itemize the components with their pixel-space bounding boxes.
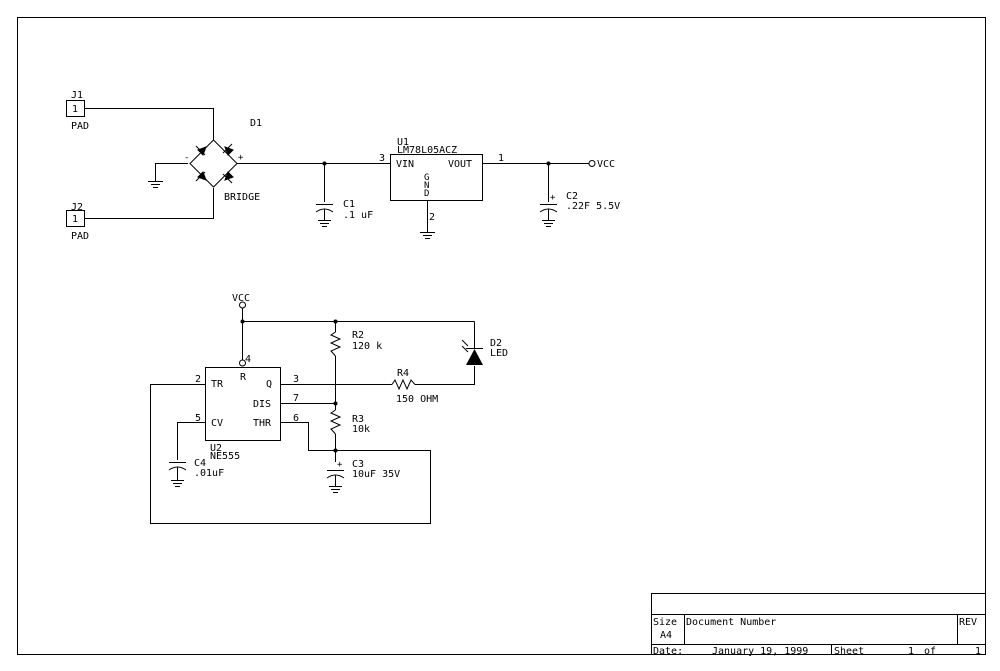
led-d2[interactable]: D2 LED bbox=[461, 321, 508, 366]
title-date-value: January 19, 1999 bbox=[712, 646, 808, 657]
vin-net bbox=[237, 161, 390, 202]
j1-pin: 1 bbox=[72, 104, 78, 115]
u2-q: Q bbox=[266, 379, 272, 390]
title-date-label: Date: bbox=[653, 646, 683, 657]
resistor-r3[interactable]: R3 10k bbox=[329, 409, 370, 435]
u1-pin-vout: 1 bbox=[498, 153, 504, 164]
capacitor-c2[interactable]: + C2 .22F 5.5V bbox=[539, 191, 620, 227]
title-of-value: 1 bbox=[975, 646, 981, 657]
timer-u2[interactable]: TR R Q DIS CV THR 4 2 3 7 5 6 U2 NE555 bbox=[195, 354, 299, 462]
connector-j1[interactable]: J1 1 PAD bbox=[66, 90, 90, 132]
u1-gnd-g: G bbox=[424, 173, 429, 183]
connector-j2[interactable]: J2 1 PAD bbox=[66, 202, 90, 242]
u2-cv: CV bbox=[211, 418, 223, 429]
u1-gnd-n: N bbox=[424, 181, 429, 191]
capacitor-c4[interactable]: C4 .01uF bbox=[168, 458, 224, 487]
c1-value: .1 uF bbox=[343, 210, 373, 221]
u2-pin-cv: 5 bbox=[195, 413, 201, 424]
u2-pin-q: 3 bbox=[293, 374, 299, 385]
capacitor-c1[interactable]: C1 .1 uF bbox=[315, 199, 373, 227]
resistor-r4[interactable]: R4 150 OHM bbox=[391, 366, 475, 405]
c2-value: .22F 5.5V bbox=[566, 201, 620, 212]
j2-pin: 1 bbox=[72, 214, 78, 225]
ground-symbol-bridge bbox=[148, 181, 163, 188]
r2-value: 120 k bbox=[352, 341, 382, 352]
u1-gnd-d: D bbox=[424, 189, 429, 199]
u2-ref: U2 bbox=[210, 443, 222, 454]
d2-value: LED bbox=[490, 348, 508, 359]
resistor-r2[interactable]: R2 120 k bbox=[329, 330, 382, 357]
j2-type: PAD bbox=[71, 231, 89, 242]
r4-value: 150 OHM bbox=[396, 394, 438, 405]
title-size-value: A4 bbox=[660, 630, 672, 641]
u1-pin-vin: 3 bbox=[379, 153, 385, 164]
title-size-label: Size bbox=[653, 617, 677, 628]
title-rev-label: REV bbox=[959, 617, 977, 628]
u1-pin-gnd: 2 bbox=[429, 212, 435, 223]
c4-ref: C4 bbox=[194, 458, 206, 469]
r2-ref: R2 bbox=[352, 330, 364, 341]
regulator-u1[interactable]: U1 LM78L05ACZ VIN VOUT G N D 3 1 2 bbox=[379, 137, 504, 239]
r3-ref: R3 bbox=[352, 414, 364, 425]
vcc-input-port: VCC bbox=[232, 293, 475, 367]
d2-ref: D2 bbox=[490, 338, 502, 349]
bridge-input-wires bbox=[84, 108, 214, 219]
c2-polarity: + bbox=[550, 193, 556, 203]
vout-net bbox=[482, 160, 596, 202]
title-sheet-label: Sheet bbox=[834, 646, 864, 657]
d1-minus: - bbox=[184, 153, 189, 163]
u2-thr: THR bbox=[253, 418, 272, 429]
u2-pin-tr: 2 bbox=[195, 374, 201, 385]
u2-pin-thr: 6 bbox=[293, 413, 299, 424]
c3-ref: C3 bbox=[352, 459, 364, 470]
u1-ref: U1 bbox=[397, 137, 409, 148]
u2-pin-r: 4 bbox=[245, 354, 251, 365]
c2-ref: C2 bbox=[566, 191, 578, 202]
vcc-output-label: VCC bbox=[597, 159, 615, 170]
title-block: Size A4 Document Number REV Date: Januar… bbox=[651, 593, 986, 657]
j1-ref: J1 bbox=[71, 90, 83, 101]
timer-wires bbox=[150, 321, 431, 524]
r4-ref: R4 bbox=[397, 368, 409, 379]
sheet-border bbox=[17, 17, 986, 655]
c3-polarity: + bbox=[337, 460, 343, 470]
u1-value: LM78L05ACZ bbox=[397, 145, 457, 156]
u2-dis: DIS bbox=[253, 399, 271, 410]
bridge-diode-symbols bbox=[195, 143, 234, 184]
j1-type: PAD bbox=[71, 121, 89, 132]
d1-ref: D1 bbox=[250, 118, 262, 129]
c3-value: 10uF 35V bbox=[352, 469, 400, 480]
u2-pin-dis: 7 bbox=[293, 393, 299, 404]
bridge-rectifier-d1[interactable]: D1 - + BRIDGE bbox=[184, 118, 262, 203]
title-sheet-value: 1 bbox=[908, 646, 914, 657]
c1-ref: C1 bbox=[343, 199, 355, 210]
title-doc-number-label: Document Number bbox=[686, 617, 776, 628]
c4-value: .01uF bbox=[194, 468, 224, 479]
u2-r: R bbox=[240, 372, 247, 383]
vcc-input-label: VCC bbox=[232, 293, 250, 304]
u1-vin: VIN bbox=[396, 159, 414, 170]
u2-tr: TR bbox=[211, 379, 224, 390]
d1-value: BRIDGE bbox=[224, 192, 260, 203]
d1-plus: + bbox=[238, 153, 244, 163]
j2-ref: J2 bbox=[71, 202, 83, 213]
u2-value: NE555 bbox=[210, 451, 240, 462]
r3-value: 10k bbox=[352, 424, 370, 435]
capacitor-c3[interactable]: + C3 10uF 35V bbox=[326, 459, 400, 493]
title-of-label: of bbox=[924, 646, 936, 657]
u1-vout: VOUT bbox=[448, 159, 472, 170]
